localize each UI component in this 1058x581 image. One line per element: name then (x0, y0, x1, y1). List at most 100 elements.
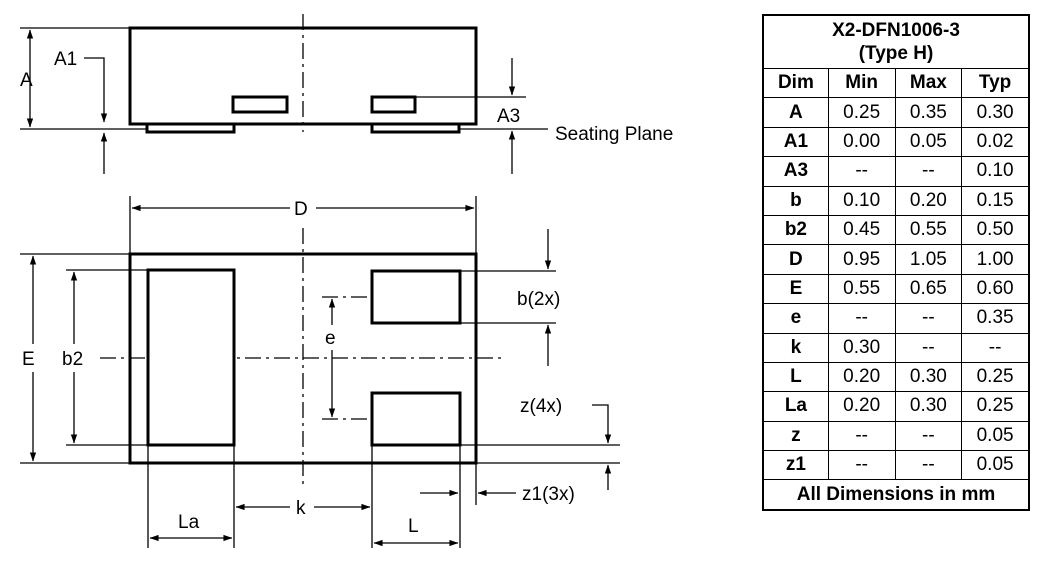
dim-name-cell: L (763, 361, 829, 393)
table-title: X2-DFN1006-3 (Type H) (763, 15, 1029, 69)
dim-value-cell: 0.20 (827, 361, 896, 393)
dim-name-cell: b (763, 185, 829, 216)
dim-value-cell: -- (827, 303, 896, 334)
dim-name-cell: A (763, 97, 829, 128)
label-z-4x: z(4x) (520, 396, 562, 417)
table-title-type: (Type H) (858, 43, 934, 64)
dim-value-cell: 0.60 (961, 273, 1029, 305)
label-a1: A1 (54, 49, 77, 70)
header-dim: Dim (763, 67, 829, 99)
table-row: z1----0.05 (763, 450, 1029, 481)
side-body-outline (128, 26, 478, 126)
table-row: e----0.35 (763, 303, 1029, 334)
label-la: La (178, 512, 200, 533)
side-view: A A1 A3 Seating Plane (20, 14, 673, 174)
z-leader (592, 404, 612, 444)
dim-value-cell: 0.35 (894, 97, 963, 128)
label-z1-3x: z1(3x) (522, 484, 575, 505)
dim-value-cell: 0.15 (961, 185, 1029, 216)
dim-name-cell: e (763, 303, 829, 334)
table-row: A3----0.10 (763, 156, 1029, 187)
dim-value-cell: 0.05 (894, 126, 963, 158)
table-title-package: X2-DFN1006-3 (832, 20, 960, 41)
dim-value-cell: 0.55 (827, 273, 896, 305)
dim-value-cell: -- (894, 332, 963, 363)
side-pad-right (370, 95, 417, 114)
dim-value-cell: 0.30 (894, 391, 963, 422)
dim-value-cell: 0.50 (961, 214, 1029, 246)
label-seating-plane: Seating Plane (555, 124, 673, 145)
dim-value-cell: 0.25 (961, 361, 1029, 393)
dim-value-cell: 0.05 (961, 450, 1029, 481)
dim-value-cell: 0.65 (894, 273, 963, 305)
dim-value-cell: 0.95 (827, 244, 896, 275)
label-e-pitch: e (325, 328, 336, 349)
dim-value-cell: 0.02 (961, 126, 1029, 158)
dim-value-cell: 0.10 (961, 156, 1029, 187)
dim-value-cell: -- (827, 420, 896, 452)
bottom-body-outline (128, 252, 478, 465)
label-b-2x: b(2x) (517, 289, 560, 310)
pad-lower-right (370, 391, 462, 447)
label-e: E (22, 349, 35, 370)
dim-value-cell: 0.25 (827, 97, 896, 128)
dim-value-cell: 0.00 (827, 126, 896, 158)
dim-name-cell: z1 (763, 450, 829, 481)
dim-name-cell: E (763, 273, 829, 305)
table-footer-row: All Dimensions in mm (763, 479, 1029, 510)
dim-value-cell: 0.05 (961, 420, 1029, 452)
dim-value-cell: 0.25 (961, 391, 1029, 422)
dim-value-cell: 0.30 (961, 97, 1029, 128)
dim-value-cell: 1.05 (894, 244, 963, 275)
label-a: A (20, 70, 33, 91)
dim-value-cell: -- (894, 156, 963, 187)
table-row: z----0.05 (763, 420, 1029, 452)
dim-name-cell: k (763, 332, 829, 363)
pad-b2 (146, 268, 236, 447)
dim-value-cell: -- (961, 332, 1029, 363)
dim-name-cell: A1 (763, 126, 829, 158)
label-b2: b2 (62, 349, 83, 370)
dim-value-cell: 0.30 (827, 332, 896, 363)
dim-name-cell: La (763, 391, 829, 422)
dim-value-cell: -- (894, 450, 963, 481)
dim-value-cell: -- (827, 450, 896, 481)
label-l: L (408, 516, 419, 537)
dim-value-cell: 0.45 (827, 214, 896, 246)
pad-upper-right (370, 269, 462, 325)
dim-value-cell: 0.30 (894, 361, 963, 393)
dim-value-cell: -- (827, 156, 896, 187)
dim-value-cell: 0.20 (894, 185, 963, 216)
dim-value-cell: 0.55 (894, 214, 963, 246)
dim-value-cell: 0.20 (827, 391, 896, 422)
label-d: D (294, 199, 308, 220)
dim-value-cell: -- (894, 303, 963, 334)
header-max: Max (894, 67, 963, 99)
dim-value-cell: 1.00 (961, 244, 1029, 275)
bottom-view: D E b2 e b(2x) (20, 196, 620, 548)
side-pad-left (231, 95, 289, 114)
dim-value-cell: -- (894, 420, 963, 452)
dim-name-cell: D (763, 244, 829, 275)
header-min: Min (827, 67, 896, 99)
table-footer: All Dimensions in mm (763, 479, 1029, 510)
dim-value-cell: 0.35 (961, 303, 1029, 334)
label-a3: A3 (497, 106, 520, 127)
a1-leader (84, 57, 108, 123)
dim-name-cell: z (763, 420, 829, 452)
header-typ: Typ (961, 67, 1029, 99)
table-header-row: Dim Min Max Typ (763, 67, 1029, 99)
dim-value-cell: 0.10 (827, 185, 896, 216)
label-k: k (296, 498, 306, 519)
